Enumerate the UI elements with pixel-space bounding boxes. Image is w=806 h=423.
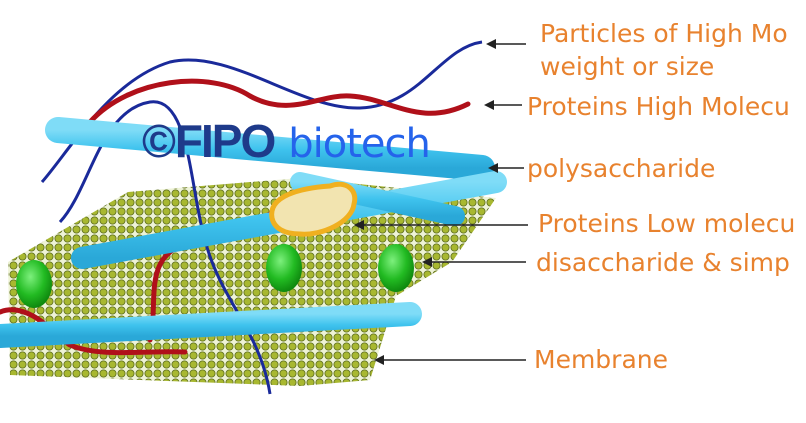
arrow-polysaccharide	[488, 163, 524, 173]
arrow-proteins-low	[354, 220, 528, 230]
disaccharide-oval-left	[16, 260, 52, 308]
watermark-suffix: biotech	[288, 121, 431, 167]
arrow-particles	[486, 39, 526, 49]
copyright-symbol: ©	[142, 115, 176, 167]
arrow-disaccharide	[422, 257, 526, 267]
disaccharide-oval-center	[266, 244, 302, 292]
label-particles-line2: weight or size	[540, 52, 715, 81]
disaccharide-oval-right	[378, 244, 414, 292]
watermark-brand: FIPO	[174, 115, 276, 167]
label-polysaccharide: polysaccharide	[527, 154, 716, 183]
label-disaccharide: disaccharide & simp	[536, 248, 790, 277]
protein-high-strand-top	[87, 78, 471, 125]
label-proteins-low: Proteins Low molecu	[538, 209, 796, 238]
polysaccharide-rod-upper	[45, 117, 495, 181]
label-membrane: Membrane	[534, 345, 668, 374]
protein-high-strand-bottom	[0, 307, 188, 356]
label-particles-line1: Particles of High Mo	[540, 19, 788, 48]
label-proteins-high: Proteins High Molecu	[527, 92, 790, 121]
arrow-membrane	[374, 355, 526, 365]
polysaccharide-rod-bottom	[0, 302, 422, 348]
arrow-proteins-high	[484, 100, 522, 110]
protein-low-blob	[269, 181, 358, 237]
fipo-biotech-watermark: ©FIPO biotech	[142, 115, 431, 167]
